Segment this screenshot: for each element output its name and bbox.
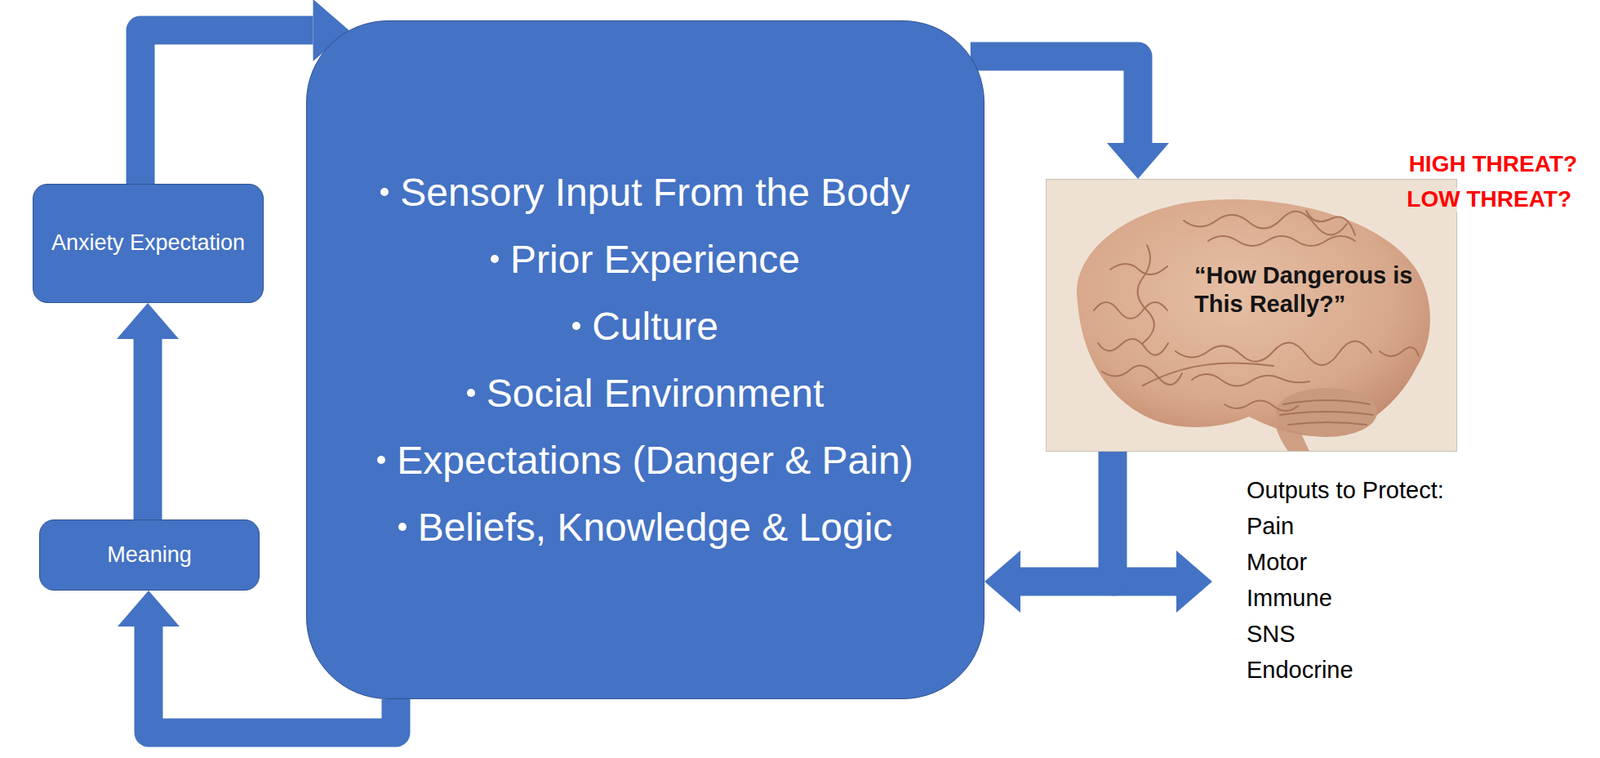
photo-background	[1045, 178, 1458, 452]
arrow-head	[984, 550, 1021, 613]
bullet-row: Culture	[306, 293, 984, 360]
bullet-row: Social Environment	[306, 360, 984, 427]
bullet-row: Prior Experience	[306, 226, 984, 294]
arrow-shaft	[1020, 451, 1113, 582]
bullet-dot	[490, 254, 499, 263]
arrow-shaft	[133, 338, 163, 520]
brain-shape	[1076, 199, 1431, 436]
bullet-text: Culture	[591, 304, 719, 348]
output-item: Immune	[1246, 585, 1333, 612]
bullet-text: Social Environment	[486, 371, 825, 415]
bullet-dot	[398, 522, 407, 531]
brain-photo: “How Dangerous is This Really?”	[1045, 178, 1458, 452]
arrow-head	[1106, 142, 1169, 179]
bullet-text: Expectations (Danger & Pain)	[396, 438, 913, 482]
arrow-shaft	[140, 30, 314, 184]
threat-label: HIGH THREAT?	[1408, 151, 1578, 178]
process-box: Meaning	[39, 519, 260, 591]
output-item: Pain	[1246, 513, 1294, 540]
arrow-head	[117, 590, 180, 627]
threat-label: LOW THREAT?	[1406, 186, 1572, 213]
brain-gyri	[1093, 210, 1419, 425]
block-arrow	[970, 56, 1169, 179]
bullet-dot	[380, 187, 389, 196]
output-heading: Outputs to Protect:	[1246, 477, 1445, 504]
output-item: SNS	[1246, 621, 1296, 648]
bullet-text: Prior Experience	[510, 237, 800, 281]
bullet-dot	[572, 321, 581, 330]
bullet-row: Sensory Input From the Body	[306, 159, 984, 227]
block-arrow	[116, 302, 179, 520]
bullet-text: Sensory Input From the Body	[400, 170, 910, 214]
process-box: Anxiety Expectation	[32, 183, 264, 303]
block-arrow	[984, 451, 1113, 613]
box-label: Anxiety Expectation	[51, 229, 245, 258]
bullet-dot	[377, 455, 386, 464]
cerebellum	[1275, 387, 1378, 437]
arrow-head	[116, 302, 179, 339]
output-item: Motor	[1246, 549, 1307, 576]
bullet-row: Expectations (Danger & Pain)	[306, 426, 984, 494]
factor-list-box: Sensory Input From the BodyPrior Experie…	[306, 20, 985, 699]
bullet-dot	[466, 388, 476, 397]
question-text: “How Dangerous is This Really?”	[1194, 261, 1448, 319]
output-item: Endocrine	[1246, 657, 1354, 684]
bullet-row: Beliefs, Knowledge & Logic	[306, 493, 984, 561]
box-label: Meaning	[106, 541, 192, 569]
bullet-text: Beliefs, Knowledge & Logic	[417, 505, 894, 549]
bullet-list: Sensory Input From the BodyPrior Experie…	[306, 159, 984, 561]
arrow-shaft	[970, 56, 1138, 143]
output-arrow-branch	[1112, 550, 1213, 613]
